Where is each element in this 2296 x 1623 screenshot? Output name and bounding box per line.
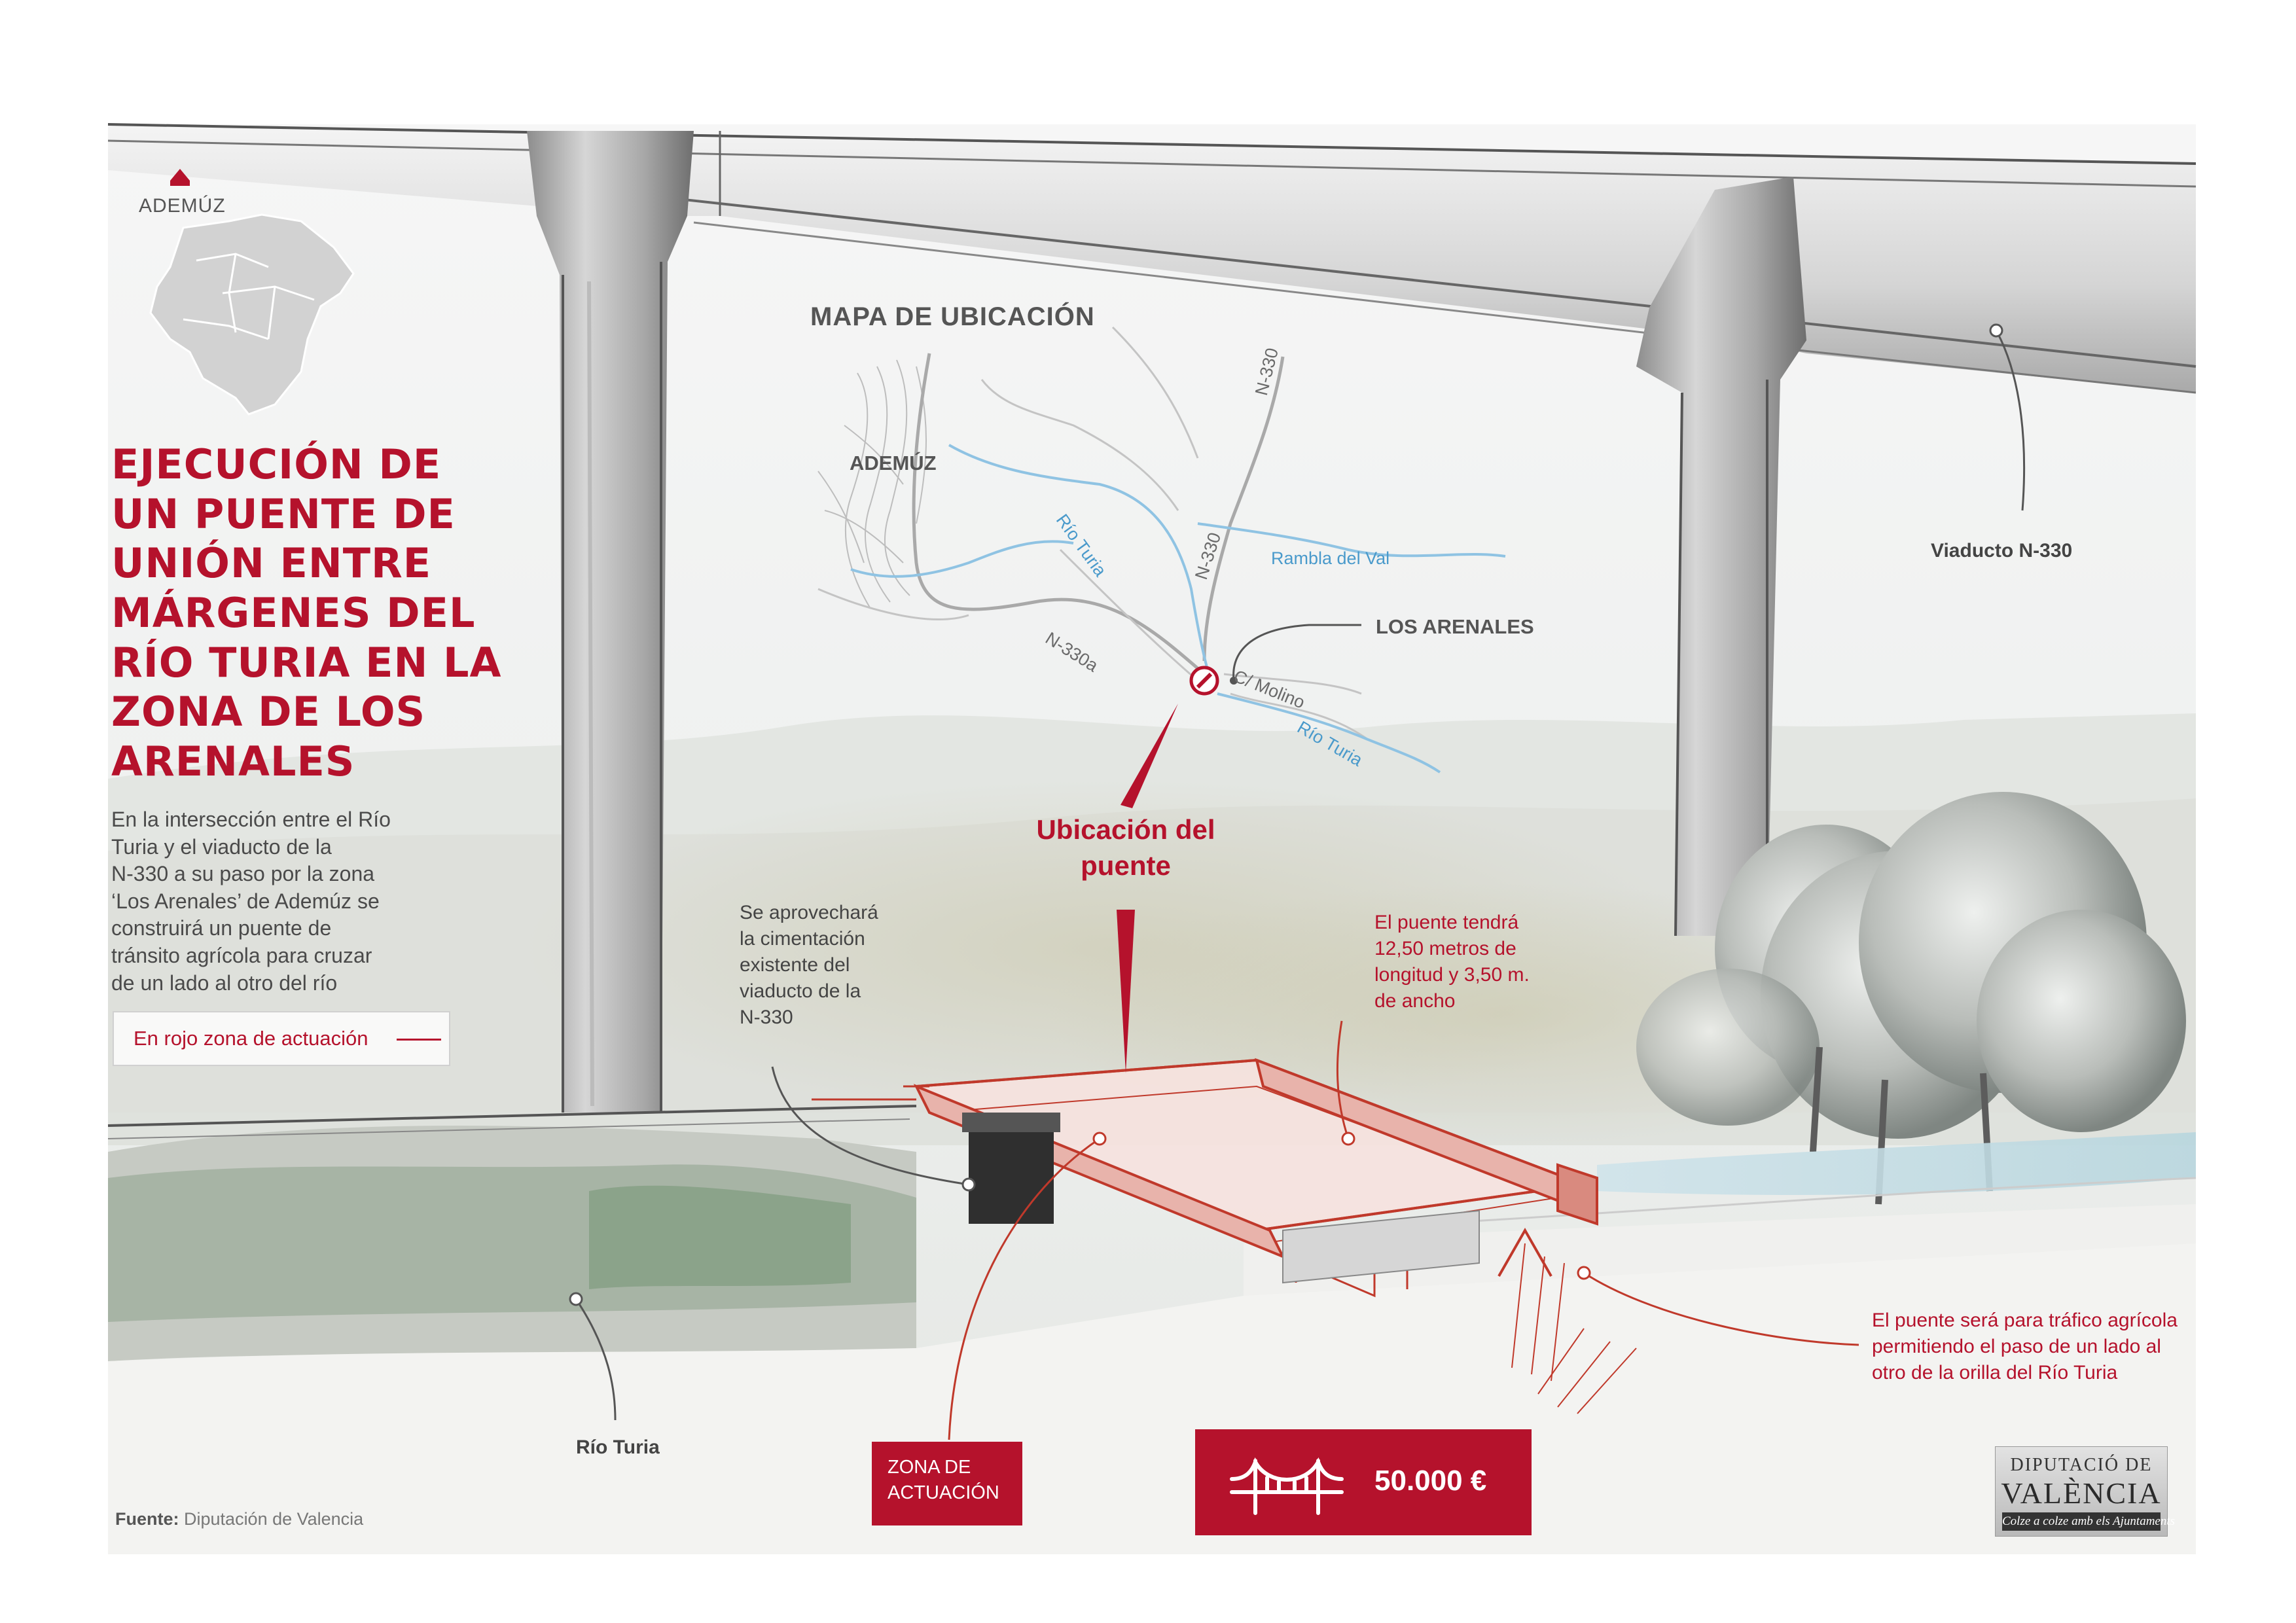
map-label-los-arenales: LOS ARENALES xyxy=(1376,615,1534,638)
annotation-agricultural-traffic: El puente será para tráfico agrícola per… xyxy=(1872,1310,2178,1383)
source-label: Fuente: xyxy=(115,1509,179,1529)
ademuz-region-label: ADEMÚZ xyxy=(139,195,226,217)
river-label-rambla-del-val: Rambla del Val xyxy=(1271,548,1390,568)
page-title: EJECUCIÓN DE UN PUENTE DE UNIÓN ENTRE MÁ… xyxy=(111,440,502,785)
zona-actuacion-box: ZONA DE ACTUACIÓN xyxy=(872,1442,1022,1525)
map-label-ademuz: ADEMÚZ xyxy=(850,452,937,474)
intro-text: En la intersección entre el Río Turia y … xyxy=(111,808,391,995)
ademuz-marker-icon xyxy=(170,169,190,181)
source-value: Diputación de Valencia xyxy=(184,1509,364,1529)
annotation-viaduct: Viaducto N-330 xyxy=(1931,540,2073,562)
annotation-dimensions: El puente tendrá 12,50 metros de longitu… xyxy=(1374,912,1530,1012)
cost-amount: 50.000 € xyxy=(1374,1465,1487,1497)
annotation-cimentacion: Se aprovechará la cimentación existente … xyxy=(740,902,878,1028)
location-map-title: MAPA DE UBICACIÓN xyxy=(810,302,1095,331)
region-map xyxy=(149,169,355,416)
annotation-rio-turia: Río Turia xyxy=(576,1436,660,1458)
bridge-location-label: Ubicación del puente xyxy=(1036,814,1215,882)
cost-box: 50.000 € xyxy=(1195,1429,1532,1535)
legend: En rojo zona de actuación xyxy=(113,1011,450,1066)
suspension-bridge-icon xyxy=(1230,1457,1344,1515)
diputacion-logo: DIPUTACIÓ DE VALÈNCIA Colze a colze amb … xyxy=(1995,1446,2175,1537)
source: Fuente: Diputación de Valencia xyxy=(115,1509,363,1529)
legend-text: En rojo zona de actuación xyxy=(134,1027,368,1050)
legend-red-line xyxy=(397,1039,441,1041)
